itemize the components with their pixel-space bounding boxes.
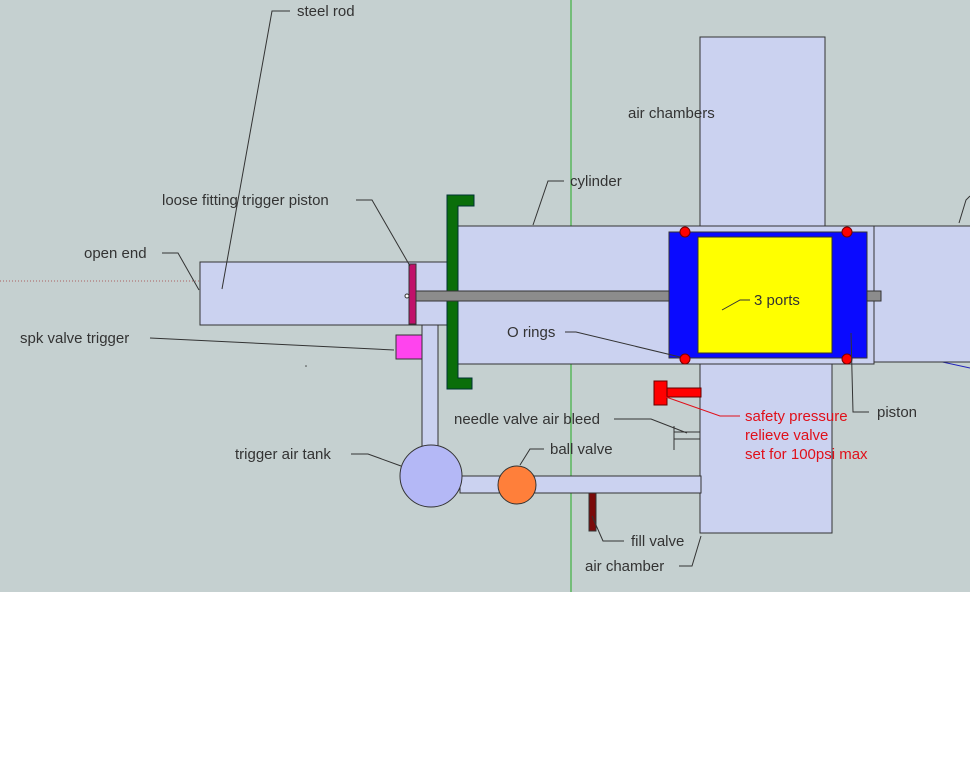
leader-three-ports	[721, 299, 750, 311]
o-ring-bottom-left	[679, 353, 691, 365]
trigger-piston-pin	[404, 293, 410, 299]
ports-block	[697, 236, 833, 354]
leader-steel-rod	[221, 10, 290, 290]
leader-safety-valve	[665, 396, 740, 417]
main-air-line	[459, 475, 702, 494]
leader-lines	[149, 10, 970, 567]
trigger-air-line	[421, 324, 439, 451]
leader-fill-valve	[591, 515, 624, 542]
spk-valve-trigger	[395, 334, 423, 360]
label-three-ports: 3 ports	[754, 292, 800, 309]
o-ring-bottom-right	[841, 353, 853, 365]
label-loose-piston: loose fitting trigger piston	[162, 192, 329, 209]
safety-valve-body	[653, 380, 668, 406]
label-air-chamber: air chamber	[585, 558, 664, 575]
fill-valve	[588, 492, 597, 532]
label-trigger-tank: trigger air tank	[235, 446, 331, 463]
leader-needle-valve	[614, 418, 688, 434]
stray-dot	[305, 365, 307, 367]
trigger-air-tank	[399, 444, 463, 508]
leader-cylinder	[532, 180, 564, 226]
label-piston: piston	[877, 404, 917, 421]
leader-o-rings	[565, 331, 681, 358]
label-needle-valve: needle valve air bleed	[454, 411, 600, 428]
o-ring-top-right	[841, 226, 853, 238]
leader-extension	[958, 195, 970, 224]
label-safety-line3: set for 100psi max	[745, 446, 868, 463]
label-safety-line2: relieve valve	[745, 427, 828, 444]
label-air-chambers: air chambers	[628, 105, 715, 122]
label-o-rings: O rings	[507, 324, 555, 341]
o-ring-top-left	[679, 226, 691, 238]
pneumatic-diagram: steel rod air chambers cylinder loose fi…	[0, 0, 970, 592]
leader-ball-valve	[519, 448, 544, 466]
green-trigger-bracket	[446, 194, 475, 390]
cylinder-extension	[873, 225, 970, 363]
leader-loose-piston	[356, 199, 411, 267]
ball-valve	[497, 465, 537, 505]
leader-open-end	[162, 252, 200, 291]
label-open-end: open end	[84, 245, 147, 262]
safety-valve-stem	[665, 387, 702, 398]
label-cylinder: cylinder	[570, 173, 622, 190]
label-spk-trigger: spk valve trigger	[20, 330, 129, 347]
label-ball-valve: ball valve	[550, 441, 613, 458]
leader-trigger-tank	[351, 453, 402, 467]
label-fill-valve: fill valve	[631, 533, 684, 550]
label-steel-rod: steel rod	[297, 3, 355, 20]
leader-piston	[850, 332, 869, 413]
leader-spk-trigger	[149, 337, 395, 351]
upper-air-chamber	[699, 36, 826, 228]
label-safety-line1: safety pressure	[745, 408, 848, 425]
trigger-piston	[408, 263, 417, 325]
leader-air-chamber	[679, 535, 702, 567]
